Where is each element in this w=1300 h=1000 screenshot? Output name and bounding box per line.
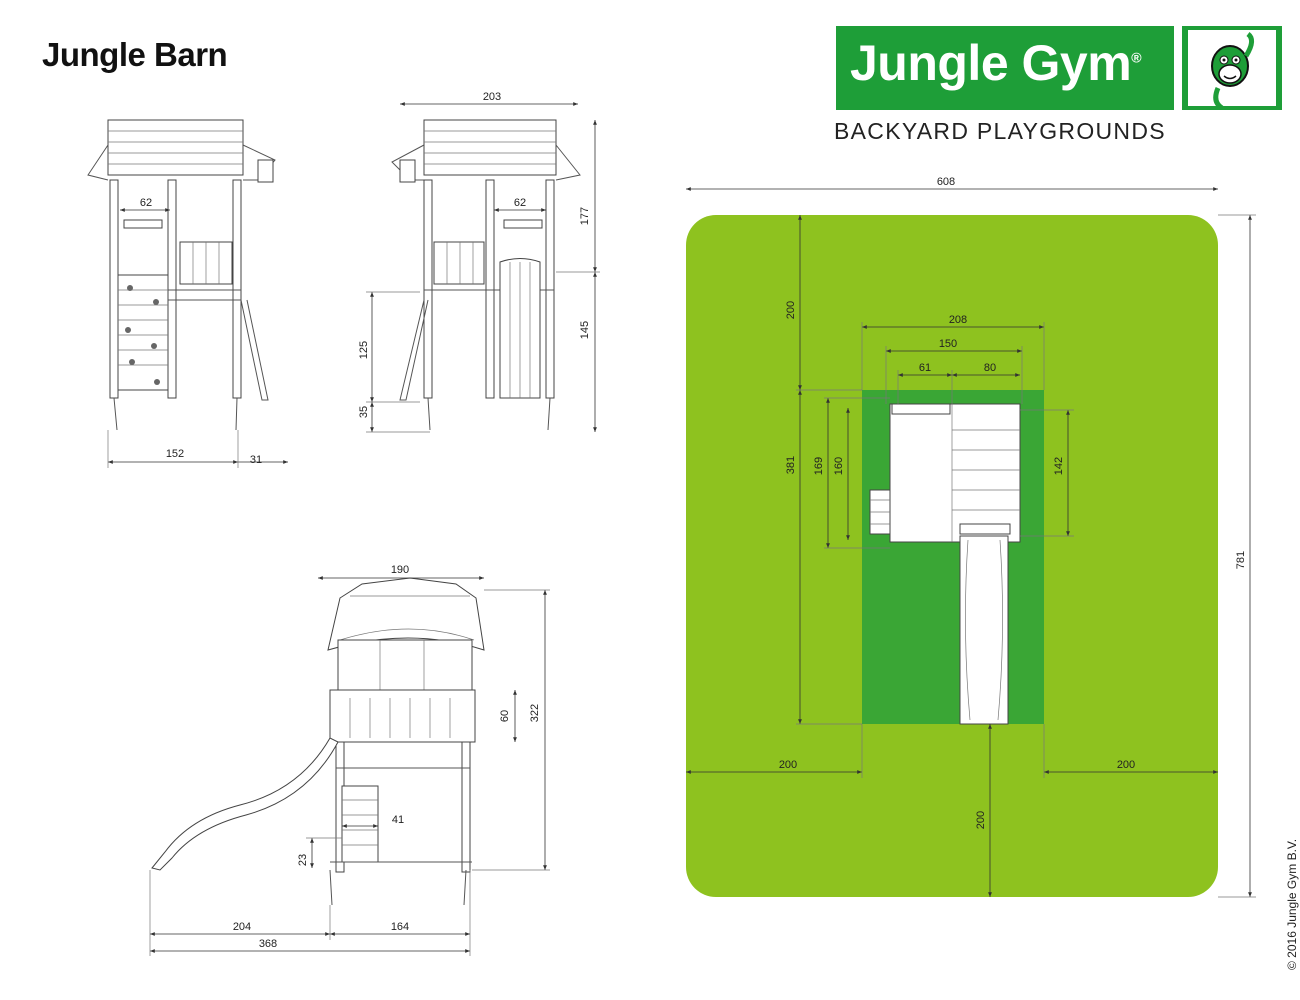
brand-tagline: BACKYARD PLAYGROUNDS xyxy=(834,118,1166,144)
page-title: Jungle Barn xyxy=(42,36,228,73)
rear-step-dim: 23 xyxy=(297,854,309,866)
rear-base-dim: 164 xyxy=(391,921,409,933)
side-view: 203 62 177 145 125 35 xyxy=(358,91,600,433)
rear-slide-length-dim: 204 xyxy=(233,921,251,933)
plan-clear-top-dim: 200 xyxy=(785,301,797,319)
rear-total-length-dim: 368 xyxy=(259,938,277,950)
side-upper-height-dim: 177 xyxy=(579,207,591,225)
front-window-dim: 62 xyxy=(140,197,152,209)
rear-view: 190 60 322 41 23 204 164 368 xyxy=(149,564,550,956)
brand-name: Jungle Gym® xyxy=(850,35,1142,91)
plan-total-depth-dim: 781 xyxy=(1235,551,1247,569)
rear-total-height-dim: 322 xyxy=(529,704,541,722)
plan-depth-outer-dim: 381 xyxy=(785,456,797,474)
side-lower-height-dim: 145 xyxy=(579,321,591,339)
side-window-dim: 62 xyxy=(514,197,526,209)
plan-clear-right-dim: 200 xyxy=(1117,759,1135,771)
plan-clear-bottom-dim: 200 xyxy=(975,811,987,829)
rear-width-dim: 190 xyxy=(391,564,409,576)
front-width-dim: 152 xyxy=(166,448,184,460)
rear-rail-height-dim: 60 xyxy=(499,710,511,722)
side-deck-height-dim: 125 xyxy=(358,341,370,359)
plan-right-part-dim: 80 xyxy=(984,362,996,374)
plan-depth-a-dim: 169 xyxy=(813,457,825,475)
front-view: 62 152 31 xyxy=(87,119,288,468)
plan-platform-dim: 150 xyxy=(939,338,957,350)
plan-view: 608 781 200 381 169 160 142 208 150 61 8 xyxy=(686,176,1256,898)
side-width-dim: 203 xyxy=(483,91,501,103)
plan-total-width-dim: 608 xyxy=(937,176,955,188)
plan-depth-b-dim: 160 xyxy=(833,457,845,475)
brand-logo-green: Jungle Gym® xyxy=(836,26,1174,110)
monkey-mascot-icon xyxy=(1182,26,1282,111)
front-leg-dim: 31 xyxy=(250,454,262,466)
plan-clear-left-dim: 200 xyxy=(779,759,797,771)
plan-left-part-dim: 61 xyxy=(919,362,931,374)
rear-ladder-width-dim: 41 xyxy=(392,814,404,826)
side-ground-dim: 35 xyxy=(358,406,370,418)
plan-depth-right-dim: 142 xyxy=(1053,457,1065,475)
brand-logo: Jungle Gym® xyxy=(836,26,1282,111)
plan-frame-width-dim: 208 xyxy=(949,314,967,326)
